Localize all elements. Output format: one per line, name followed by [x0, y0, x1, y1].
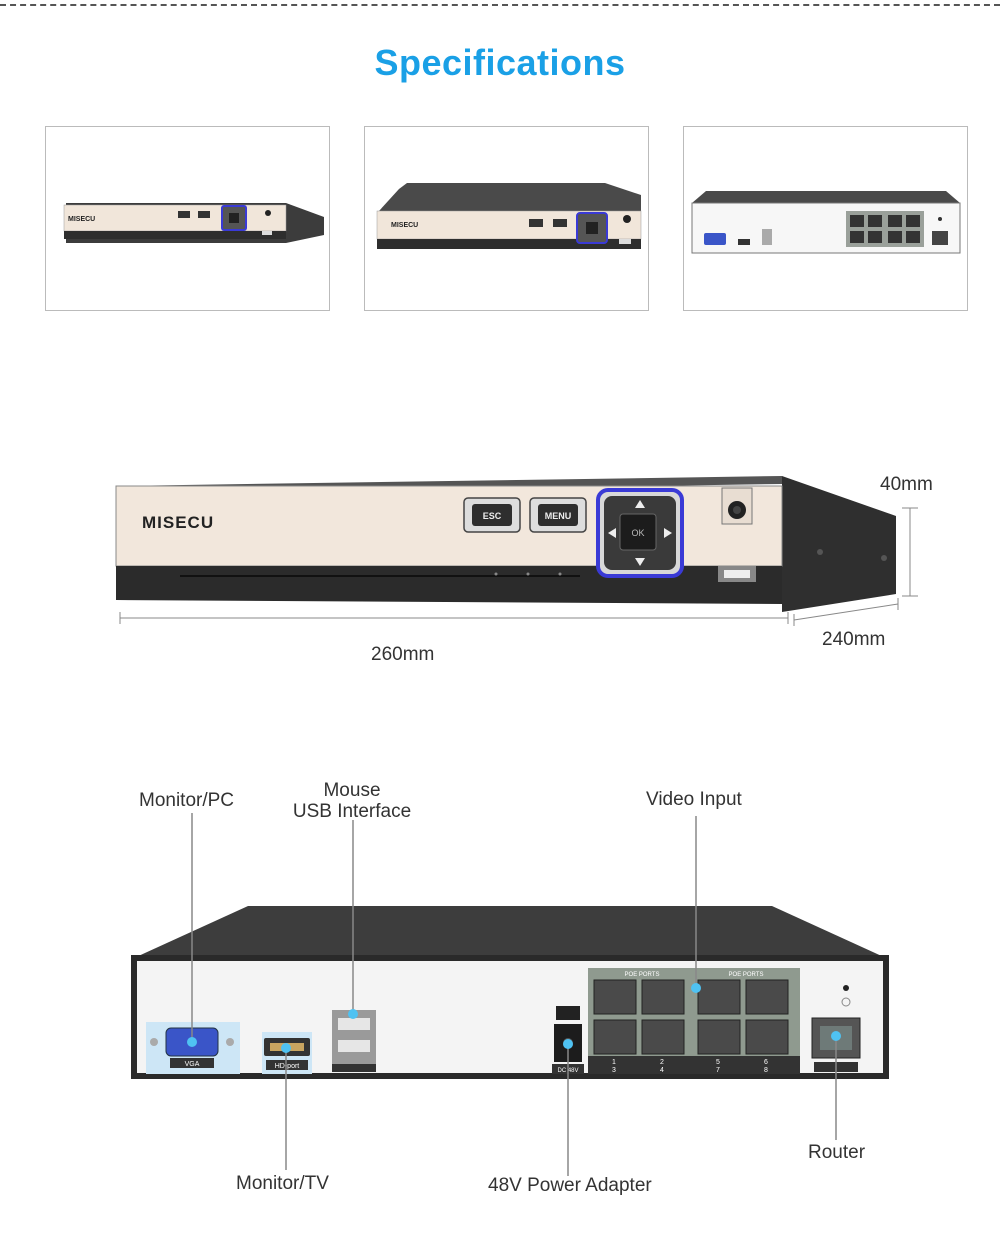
thumbnail-rear-view[interactable]	[683, 126, 968, 311]
thumbnail-angled-view[interactable]: MISECU	[364, 126, 649, 311]
thumb1-logo: MISECU	[68, 216, 95, 223]
port-number-5: 5	[716, 1059, 720, 1066]
port-number-8: 8	[764, 1067, 768, 1074]
width-dimension-label: 260mm	[371, 644, 435, 665]
poe-ports-label-2: POE PORTS	[729, 972, 764, 978]
height-dimension-label: 40mm	[880, 474, 933, 495]
front-device-diagram: MISECU ESC MENU OK	[115, 476, 918, 626]
port-number-3: 3	[612, 1067, 616, 1074]
port-number-2: 2	[660, 1059, 664, 1066]
port-number-7: 7	[716, 1067, 720, 1074]
esc-button-label: ESC	[483, 511, 502, 521]
rear-device-diagram: VGA HD-port DC 48V POE PORTS POE PORTS 1…	[131, 813, 889, 1176]
callout-monitor-pc: Monitor/PC	[139, 790, 235, 811]
poe-ports-label-1: POE PORTS	[625, 972, 660, 978]
port-number-1: 1	[612, 1059, 616, 1066]
front-logo: MISECU	[142, 513, 214, 532]
depth-dimension-label: 240mm	[822, 629, 886, 650]
port-number-6: 6	[764, 1059, 768, 1066]
callout-mouse: Mouse	[323, 780, 381, 801]
callout-power-adapter: 48V Power Adapter	[488, 1175, 652, 1196]
callout-monitor-tv: Monitor/TV	[236, 1173, 329, 1194]
hdmi-port-label: HD-port	[275, 1063, 300, 1070]
vga-port-label: VGA	[185, 1061, 200, 1068]
callout-usb-interface: USB Interface	[292, 801, 412, 822]
menu-button-label: MENU	[545, 511, 572, 521]
page-title: Specifications	[374, 42, 626, 83]
top-dashed-divider	[0, 4, 1000, 6]
callout-video-input: Video Input	[646, 789, 742, 810]
thumbnail-front-view[interactable]: MISECU	[45, 126, 330, 311]
ok-button-label: OK	[631, 528, 644, 538]
port-number-4: 4	[660, 1067, 664, 1074]
thumb2-logo: MISECU	[391, 222, 418, 229]
callout-router: Router	[808, 1142, 866, 1163]
